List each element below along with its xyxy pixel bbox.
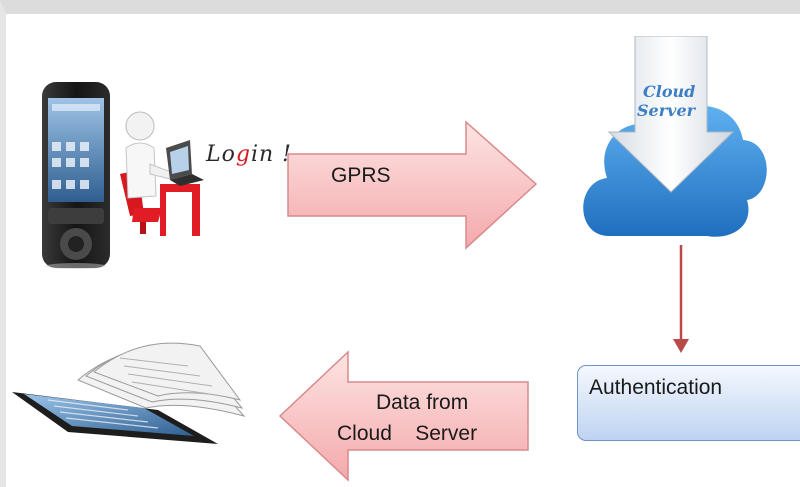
cloud-label-line1: Cloud [643,82,696,101]
authentication-box [577,365,800,441]
authentication-label: Authentication [589,376,723,399]
cloud-label-line2: Server [637,101,696,120]
gprs-arrow [286,118,540,252]
tablet-newspaper-icon [8,336,248,446]
cloud-server-icon [579,36,769,246]
smartphone-icon [40,80,112,270]
connector-arrow [671,245,691,355]
data-label-line1: Data from [376,391,469,414]
user-at-laptop-icon [110,104,210,244]
gprs-label: GPRS [331,164,391,187]
data-from-cloud-arrow [276,350,532,482]
data-label-line2: Cloud Server [337,422,478,445]
login-label: Login ! [206,142,292,167]
